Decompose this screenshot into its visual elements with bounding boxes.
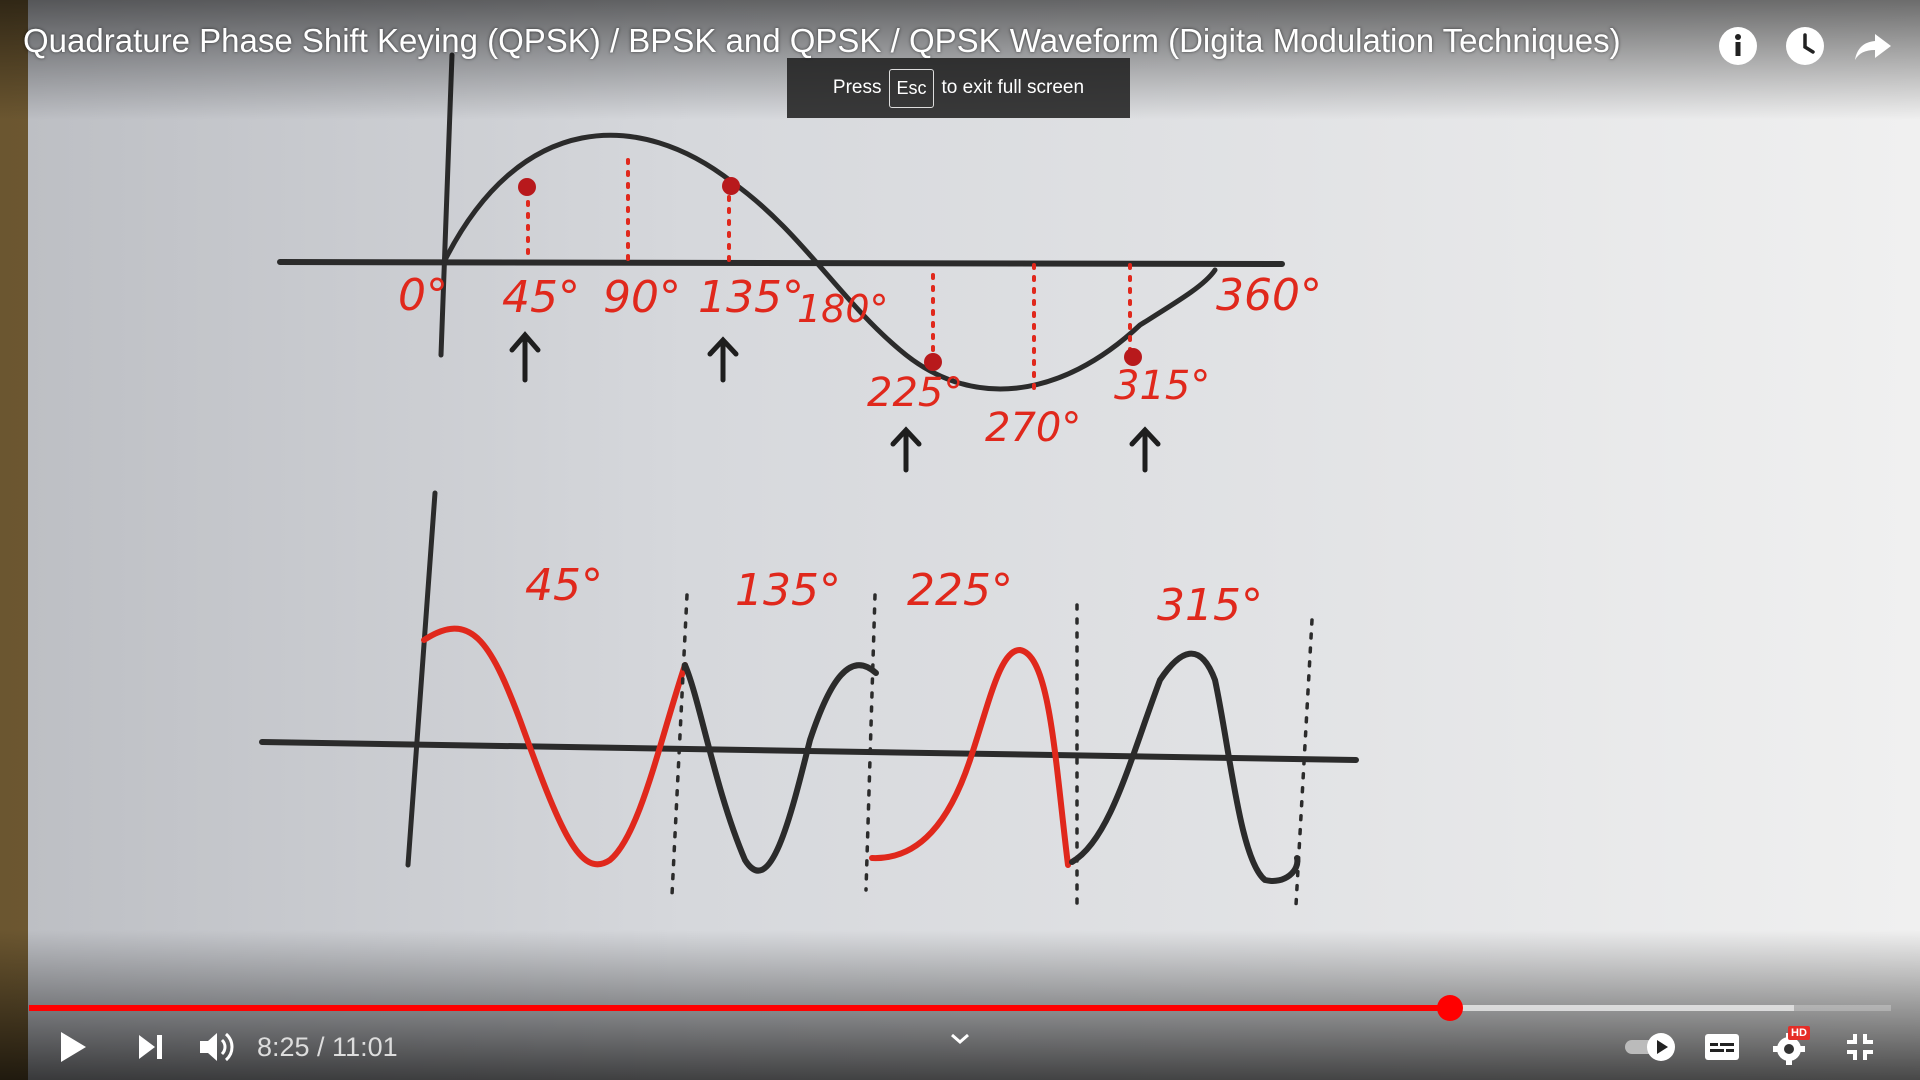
progress-scrubber[interactable] bbox=[1437, 995, 1464, 1021]
toast-suffix: to exit full screen bbox=[941, 77, 1085, 98]
subtitles-icon bbox=[1705, 1034, 1739, 1060]
wave-segment-45 bbox=[421, 625, 688, 868]
play-icon bbox=[61, 1032, 86, 1062]
chevron-down-button[interactable] bbox=[948, 1030, 972, 1053]
autoplay-toggle[interactable] bbox=[1620, 1022, 1682, 1072]
exit-fullscreen-icon bbox=[1847, 1034, 1873, 1060]
settings-button[interactable]: HD bbox=[1768, 1022, 1818, 1072]
toast-prefix: Press bbox=[832, 77, 882, 98]
next-button[interactable] bbox=[126, 1022, 176, 1072]
top-sine-diagram bbox=[277, 52, 1285, 473]
play-button[interactable] bbox=[48, 1022, 98, 1072]
wave-segment-135 bbox=[682, 662, 879, 874]
chevron-down-icon bbox=[951, 1033, 969, 1044]
volume-icon bbox=[200, 1032, 234, 1062]
info-button[interactable] bbox=[1710, 18, 1766, 74]
top-sine-curve bbox=[441, 132, 1218, 392]
top-x-axis bbox=[277, 259, 1285, 267]
progress-bar[interactable] bbox=[29, 995, 1891, 1021]
progress-played bbox=[29, 1005, 1451, 1011]
wave-segment-225 bbox=[869, 646, 1071, 868]
paper-sheet bbox=[28, 0, 1920, 1080]
esc-key: Esc bbox=[889, 68, 934, 108]
wave-segment-315 bbox=[1069, 650, 1301, 884]
next-icon bbox=[139, 1035, 162, 1059]
autoplay-toggle-icon bbox=[1625, 1033, 1675, 1061]
share-icon bbox=[1855, 34, 1891, 60]
video-title[interactable]: Quadrature Phase Shift Keying (QPSK) / B… bbox=[23, 22, 1621, 59]
subtitles-button[interactable] bbox=[1698, 1022, 1746, 1072]
watch-later-icon bbox=[1786, 27, 1824, 65]
settings-icon bbox=[1773, 1033, 1805, 1065]
exit-fullscreen-button[interactable] bbox=[1835, 1022, 1885, 1072]
hd-badge: HD bbox=[1788, 1026, 1810, 1040]
share-button[interactable] bbox=[1845, 18, 1901, 74]
bottom-qpsk-waveform bbox=[259, 490, 1359, 907]
watch-later-button[interactable] bbox=[1777, 18, 1833, 74]
volume-button[interactable] bbox=[192, 1022, 244, 1072]
fullscreen-toast: Press Esc to exit full screen bbox=[787, 58, 1130, 118]
bottom-y-axis bbox=[405, 490, 438, 868]
time-display: 8:25 / 11:01 bbox=[257, 1032, 398, 1062]
info-icon bbox=[1719, 27, 1757, 65]
